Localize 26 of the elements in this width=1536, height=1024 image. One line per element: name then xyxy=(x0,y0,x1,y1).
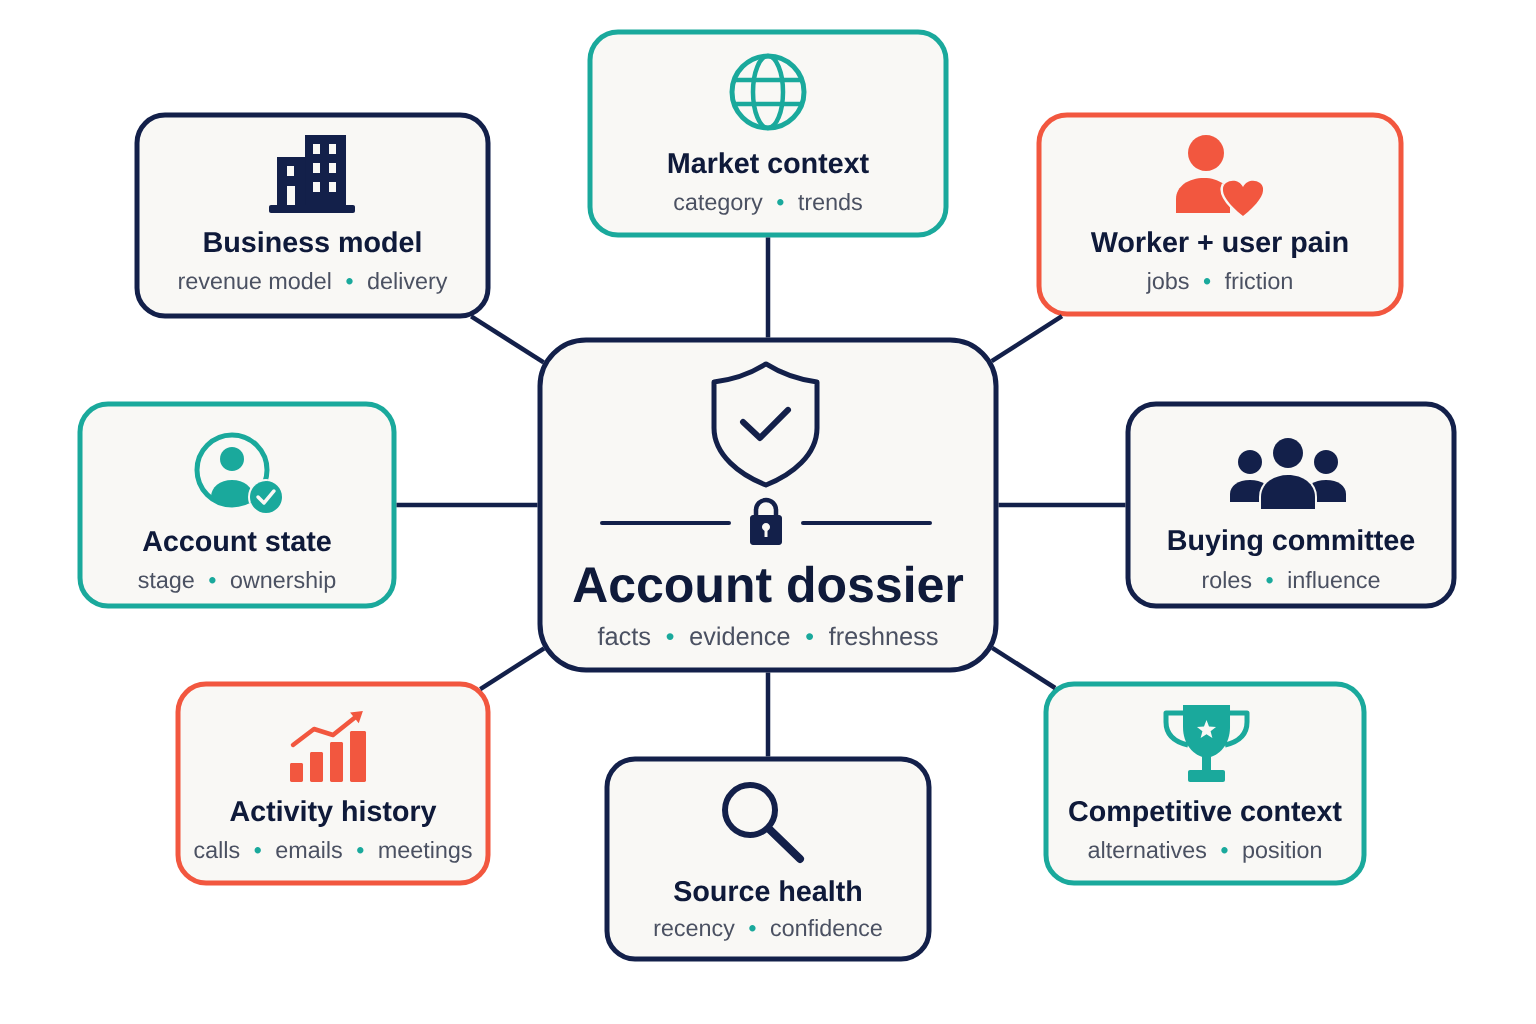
heading: Business model xyxy=(204,231,421,253)
keyword-list: alternatives • position xyxy=(1088,841,1321,863)
keyword-list: calls • emails • meetings xyxy=(194,841,472,863)
heading: Worker + user pain xyxy=(1090,231,1348,258)
keyword-list: jobs • friction xyxy=(1146,272,1292,294)
keyword-list: revenue model • delivery xyxy=(179,272,448,294)
keyword-list: roles • influence xyxy=(1203,571,1380,589)
connector-line xyxy=(470,314,545,365)
connector-line xyxy=(765,672,771,757)
heading: Activity history xyxy=(230,800,437,827)
keyword-list: category • trends xyxy=(674,193,862,215)
heading: Source health xyxy=(674,880,861,902)
connector-line xyxy=(998,502,1126,508)
heading: Buying committee xyxy=(1168,529,1415,557)
connector-line xyxy=(990,314,1064,364)
heading: Account state xyxy=(142,531,331,552)
heading: Competitive context xyxy=(1069,800,1342,827)
heading: Market context xyxy=(668,152,869,174)
connector-line xyxy=(479,646,546,692)
keyword-list: facts • evidence • freshness xyxy=(597,626,938,646)
keyword-list: stage • ownership xyxy=(138,571,336,593)
connector-line xyxy=(991,645,1057,690)
connector-line xyxy=(396,502,538,508)
connector-line xyxy=(765,237,771,338)
heading: Account dossier xyxy=(573,565,964,603)
keyword-list: recency • confidence xyxy=(654,919,882,941)
